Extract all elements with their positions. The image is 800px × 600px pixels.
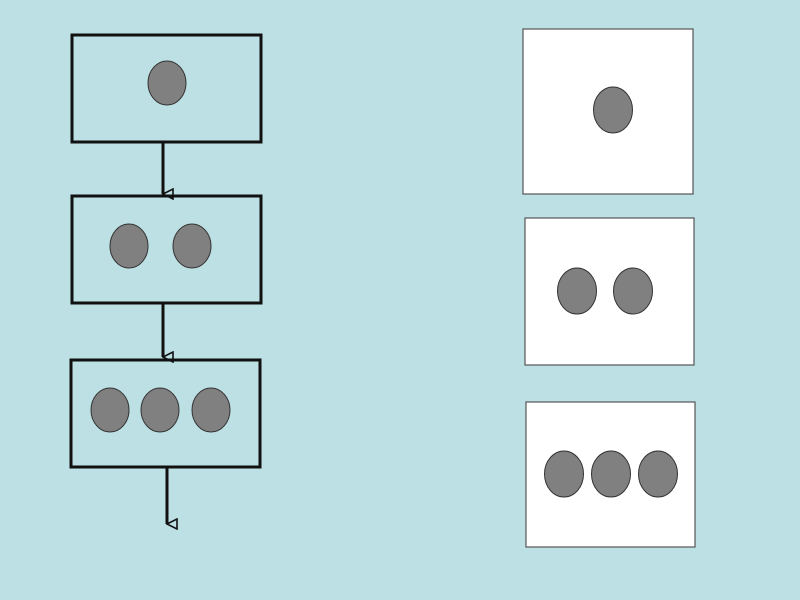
panel-dot (638, 450, 678, 498)
flow-dot (147, 60, 187, 106)
panel-dot (544, 450, 584, 498)
flow-box-2 (70, 194, 263, 305)
panel-dot (613, 267, 653, 315)
flow-dot (90, 387, 130, 433)
flow-box-1 (70, 33, 263, 144)
flow-dot (140, 387, 180, 433)
panel-dot (591, 450, 631, 498)
panel-stack-right (522, 28, 696, 548)
flow-chart-left (69, 33, 263, 524)
panel-dot (593, 86, 633, 134)
flow-dot (191, 387, 231, 433)
panel-dot (557, 267, 597, 315)
panel-box-2 (524, 217, 695, 366)
flow-dot (109, 223, 149, 269)
flow-dot (172, 223, 212, 269)
